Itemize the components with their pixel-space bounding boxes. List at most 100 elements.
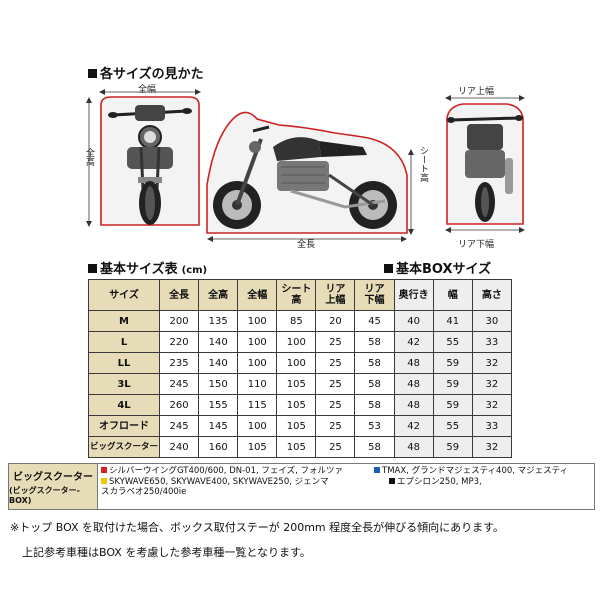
list-item: スカラベオ250/400ie <box>101 487 186 498</box>
cell-size: LL <box>87 352 161 374</box>
cell-height: 135 <box>198 310 239 332</box>
cell-size: ビッグスクーター <box>87 436 161 458</box>
cell-width: 110 <box>237 373 278 395</box>
side-view-illustration <box>206 111 414 242</box>
cell-rear-top-width: 25 <box>315 331 356 353</box>
cell-depth: 48 <box>393 373 434 395</box>
cell-length: 245 <box>159 415 200 437</box>
cell-size: オフロード <box>87 415 161 437</box>
cell-width: 115 <box>237 394 278 416</box>
cell-size: L <box>87 331 161 353</box>
header-seat-height: シート 高 <box>276 279 317 311</box>
cell-box-height: 32 <box>471 352 513 374</box>
list-item: シルバーウイングGT400/600, DN-01, フェイズ, フォルツァ <box>101 466 343 477</box>
cell-seat-height: 105 <box>276 436 317 458</box>
cell-box-width: 59 <box>432 352 473 374</box>
cell-box-width: 59 <box>432 394 473 416</box>
model-entry-text: スカラベオ250/400ie <box>101 487 187 497</box>
cell-rear-bottom-width: 53 <box>354 415 395 437</box>
cell-depth: 48 <box>393 436 434 458</box>
cell-length: 240 <box>159 436 200 458</box>
cell-box-height: 30 <box>471 310 513 332</box>
header-box-width: 幅 <box>432 279 473 311</box>
list-item: TMAX, グランドマジェスティ400, マジェスティ <box>374 466 568 477</box>
cell-box-width: 55 <box>432 331 473 353</box>
header-height: 全高 <box>198 279 239 311</box>
model-category-cell: ビッグスクーター (ビッグスクーター-BOX) <box>9 464 98 509</box>
square-bullet-icon <box>88 264 97 273</box>
label-width-total: 全幅 <box>138 85 157 95</box>
model-entry-text: SKYWAVE650, SKYWAVE400, SKYWAVE250, ジェンマ <box>109 476 329 487</box>
section-title-views-text: 各サイズの見かた <box>100 67 204 82</box>
rear-view-illustration <box>445 95 525 233</box>
header-rear-bottom-width: リア 下幅 <box>354 279 395 311</box>
cell-box-height: 33 <box>471 415 513 437</box>
cell-height: 155 <box>198 394 239 416</box>
model-table: ビッグスクーター (ビッグスクーター-BOX) シルバーウイングGT400/60… <box>8 463 595 510</box>
header-rear-top-width: リア 上幅 <box>315 279 356 311</box>
model-list-row: シルバーウイングGT400/600, DN-01, フェイズ, フォルツァ TM… <box>101 466 591 477</box>
cell-rear-top-width: 25 <box>315 373 356 395</box>
header-length: 全長 <box>159 279 200 311</box>
cell-depth: 42 <box>393 331 434 353</box>
cell-seat-height: 100 <box>276 352 317 374</box>
cell-box-width: 55 <box>432 415 473 437</box>
label-seat-height: シート高 <box>418 146 428 182</box>
front-view-illustration <box>86 89 201 227</box>
cell-rear-bottom-width: 45 <box>354 310 395 332</box>
cell-size: M <box>87 310 161 332</box>
label-length-total: 全長 <box>297 240 316 250</box>
cell-box-height: 32 <box>471 436 513 458</box>
model-category-sublabel: (ビッグスクーター-BOX) <box>9 486 80 505</box>
label-rear-bottom-width: リア下幅 <box>458 240 495 250</box>
cell-seat-height: 105 <box>276 415 317 437</box>
header-width: 全幅 <box>237 279 278 311</box>
cell-height: 140 <box>198 352 239 374</box>
cell-rear-bottom-width: 58 <box>354 373 395 395</box>
cell-seat-height: 85 <box>276 310 317 332</box>
cell-rear-top-width: 25 <box>315 415 356 437</box>
list-item: SKYWAVE650, SKYWAVE400, SKYWAVE250, ジェンマ <box>101 477 329 488</box>
cell-length: 245 <box>159 373 200 395</box>
cell-height: 160 <box>198 436 239 458</box>
square-bullet-icon <box>88 69 97 78</box>
header-box-height: 高さ <box>471 279 513 311</box>
blue-square-icon <box>374 467 380 473</box>
size-table-header-row: サイズ 全長 全高 全幅 シート 高 リア 上幅 リア 下幅 奥行き 幅 高さ <box>87 279 513 311</box>
cell-seat-height: 105 <box>276 373 317 395</box>
model-entry-text: シルバーウイングGT400/600, DN-01, フェイズ, フォルツァ <box>109 466 344 476</box>
cell-seat-height: 105 <box>276 394 317 416</box>
cell-rear-bottom-width: 58 <box>354 394 395 416</box>
cell-depth: 48 <box>393 352 434 374</box>
cell-rear-bottom-width: 58 <box>354 331 395 353</box>
cell-width: 100 <box>237 352 278 374</box>
cell-rear-top-width: 20 <box>315 310 356 332</box>
header-size: サイズ <box>87 279 161 311</box>
cell-depth: 42 <box>393 415 434 437</box>
cell-box-width: 59 <box>432 436 473 458</box>
cell-length: 200 <box>159 310 200 332</box>
cell-box-width: 59 <box>432 373 473 395</box>
model-entry-text: エプシロン250, MP3, <box>397 476 482 487</box>
cell-width: 100 <box>237 331 278 353</box>
cell-rear-top-width: 25 <box>315 436 356 458</box>
cell-box-width: 41 <box>432 310 473 332</box>
cell-length: 260 <box>159 394 200 416</box>
cell-rear-top-width: 25 <box>315 394 356 416</box>
cell-box-height: 33 <box>471 331 513 353</box>
header-depth: 奥行き <box>393 279 434 311</box>
cell-height: 140 <box>198 331 239 353</box>
cell-length: 220 <box>159 331 200 353</box>
cell-rear-bottom-width: 58 <box>354 352 395 374</box>
cell-seat-height: 100 <box>276 331 317 353</box>
unit-label: (cm) <box>181 265 208 276</box>
cell-box-height: 32 <box>471 373 513 395</box>
